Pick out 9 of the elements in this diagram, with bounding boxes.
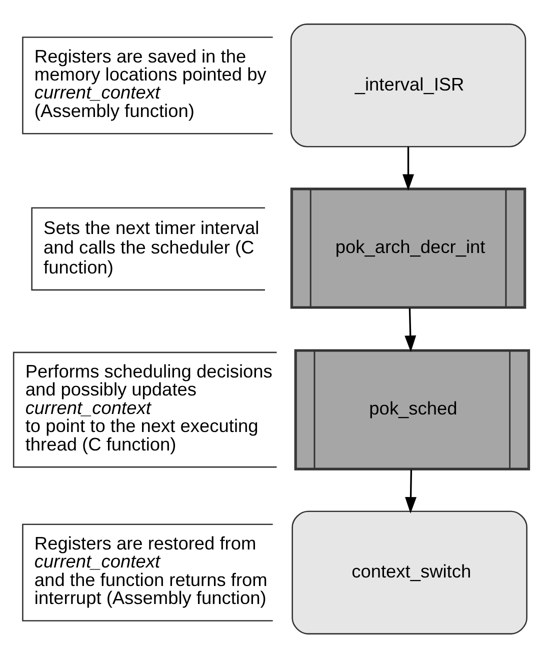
arrow [405, 469, 417, 513]
node-label: Registers are saved in the memory locations pointed by current_context (Assembly function) [34, 44, 266, 120]
node-label: Sets the next timer interval and calls the scheduler (C function) [44, 216, 260, 277]
arrow [402, 146, 414, 190]
node-label: Registers are restored from current_context and the function returns from interrupt (Assembly function) [34, 532, 268, 608]
node-label: Performs scheduling decisions and possibly updates current_context to point to the next executing thread (C function) [25, 360, 272, 454]
arrow [404, 308, 416, 352]
node-box: _interval_ISR [290, 23, 526, 147]
node-box: context_switch [292, 510, 528, 634]
